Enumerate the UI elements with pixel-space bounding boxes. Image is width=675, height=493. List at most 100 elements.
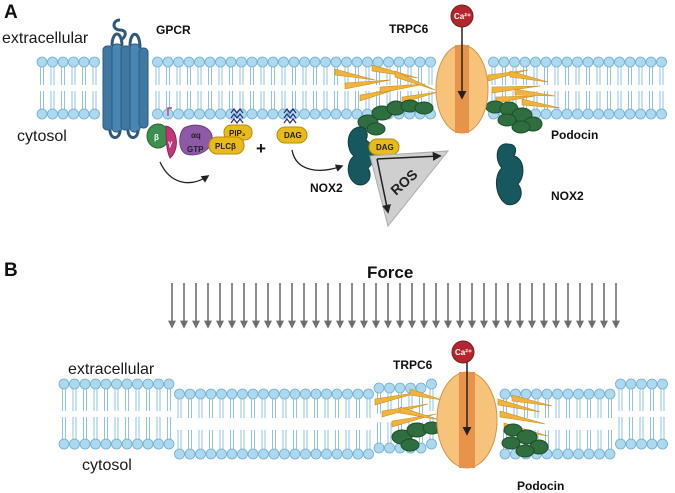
lipid-head <box>594 388 605 400</box>
lipid-head <box>310 448 322 460</box>
lipid-head <box>195 448 206 460</box>
lipid-head <box>656 108 667 120</box>
lipid-head <box>237 388 248 400</box>
lipid-head <box>111 378 122 390</box>
lipid-tail <box>219 399 224 418</box>
lipid-tail <box>61 91 65 109</box>
lipid-tail <box>271 91 275 109</box>
lipid-head <box>657 438 668 450</box>
lipid-tail <box>566 399 570 418</box>
lipid-head <box>342 448 353 460</box>
lipid-head <box>572 56 583 68</box>
lipid-tail <box>587 399 591 418</box>
lipid-head <box>552 448 563 460</box>
lipid-tail <box>576 430 581 449</box>
lipid-tail <box>429 389 434 411</box>
lipid-tail <box>92 91 97 109</box>
lipid-head <box>657 378 668 390</box>
membrane-rod <box>497 398 541 413</box>
lipid-head <box>656 56 667 68</box>
lipid-tail <box>292 91 296 109</box>
lipid-tail <box>167 389 171 411</box>
lipid-tail <box>659 67 664 85</box>
lipid-head <box>603 108 615 120</box>
lipid-head <box>363 388 374 400</box>
lipid-tail <box>208 91 212 109</box>
lipid-head <box>163 438 175 450</box>
lipid-tail <box>92 67 97 85</box>
pip2-plcb-complex: PIP₂ PLCβ <box>208 108 253 155</box>
lipid-tail <box>303 399 308 418</box>
lipid-head <box>624 56 636 68</box>
lipid-tail <box>659 91 664 109</box>
lipid-head <box>236 56 247 68</box>
lipid-head <box>530 56 541 68</box>
lipid-head <box>163 378 175 390</box>
lipid-tail <box>638 91 643 109</box>
lipid-tail <box>198 430 203 449</box>
lipid-tail <box>156 417 161 439</box>
lipid-head <box>645 56 657 68</box>
lipid-head <box>205 388 217 400</box>
lipid-tail <box>575 91 580 109</box>
lipid-head <box>89 56 100 68</box>
lipid-head <box>299 56 310 68</box>
nox2-label-right: NOX2 <box>551 189 584 203</box>
membrane-rod <box>495 95 536 104</box>
activation-arrow-2 <box>291 149 344 172</box>
lipid-tail <box>61 67 65 85</box>
beta-label: β <box>154 133 159 142</box>
lipid-head <box>519 56 531 68</box>
lipid-head <box>646 378 658 390</box>
lipid-tail <box>313 67 317 85</box>
lipid-tail <box>566 430 570 449</box>
lipid-head <box>174 388 185 400</box>
lipid-head <box>121 438 133 450</box>
lipid-tail <box>155 67 160 85</box>
lipid-tail <box>639 417 644 439</box>
calcium-ion-b <box>451 340 475 364</box>
lipid-tail <box>83 417 87 439</box>
lipid-head <box>309 108 321 120</box>
lipid-tail <box>586 91 590 109</box>
lipid-tail <box>93 417 98 439</box>
lipid-head <box>289 448 301 460</box>
lipid-head <box>300 448 311 460</box>
lipid-head <box>69 438 80 450</box>
lipid-head <box>352 388 364 400</box>
lipid-head <box>58 438 70 450</box>
gtp-label: GTP <box>187 145 204 154</box>
lipid-head <box>268 448 280 460</box>
nox2-left <box>347 126 375 186</box>
lipid-head <box>278 108 289 120</box>
force-label: Force <box>367 263 413 282</box>
lipid-tail <box>366 399 371 418</box>
lipid-tail <box>323 67 328 85</box>
lipid-tail <box>281 91 286 109</box>
gpcr-receptor <box>102 18 149 139</box>
lipid-head <box>288 56 300 68</box>
lipid-head <box>341 108 352 120</box>
lipid-head <box>636 438 647 450</box>
lipid-head <box>499 448 511 460</box>
gpcr-label: GPCR <box>156 23 191 37</box>
panel-a-extracellular-label: extracellular <box>2 30 89 47</box>
lipid-head <box>58 378 70 390</box>
membrane-rod <box>344 79 391 90</box>
trpc6-label-b: TRPC6 <box>393 358 433 372</box>
lipid-head <box>583 388 595 400</box>
lipid-tail <box>555 399 560 418</box>
lipid-tail <box>618 417 623 439</box>
lipid-head <box>330 108 342 120</box>
nox2-right <box>496 143 524 206</box>
lipid-head <box>279 388 290 400</box>
lipid-head <box>47 56 58 68</box>
dag-bound-label: DAG <box>376 143 394 152</box>
calcium-label-b: Ca²⁺ <box>455 348 472 357</box>
lipid-head <box>132 438 143 450</box>
lipid-tail <box>565 67 569 85</box>
podocin-label-b: Podocin <box>517 479 564 493</box>
lipid-tail <box>639 389 644 411</box>
lipid-head <box>352 448 364 460</box>
